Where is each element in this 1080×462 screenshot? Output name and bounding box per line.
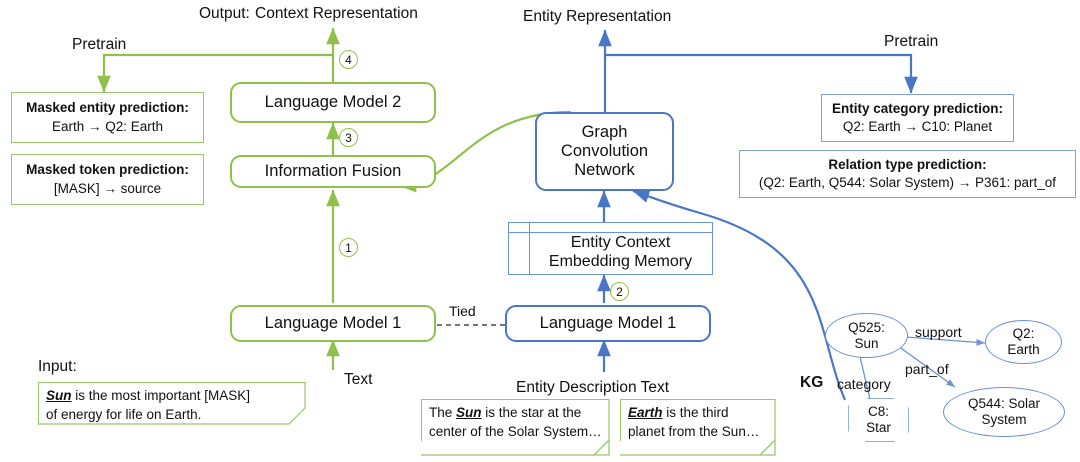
entity-category-prediction-value: Q2: Earth → C10: Planet [842,119,993,134]
output-label: Output: [199,5,250,22]
language-model-1-context-box: Language Model 1 [230,305,436,342]
kg-node-q544-line1: Q544: Solar [967,396,1041,412]
kg-edge-part-of-label: part_of [905,361,949,377]
kg-node-q544-solar-system: Q544: Solar System [943,387,1065,437]
entity-note-sun: The Sun is the star at the center of the… [421,399,609,441]
step-2-marker: 2 [610,282,629,301]
gcn-line-2: Convolution [560,141,649,160]
entity-note-earth-term: Earth [628,405,663,420]
pretrain-left-label: Pretrain [72,36,127,53]
relation-type-prediction-value: (Q2: Earth, Q544: Solar System) → P361: … [758,175,1057,190]
kg-node-q2-line1: Q2: [1012,326,1035,342]
entity-description-text-label: Entity Description Text [516,379,670,396]
kg-node-q2-earth: Q2: Earth [985,320,1062,364]
kg-edge-support-label: support [915,324,962,340]
graph-convolution-network-box: Graph Convolution Network [535,112,674,191]
entity-note-earth: Earth is the third planet from the Sun… [620,399,775,441]
language-model-2-box: Language Model 2 [230,82,436,123]
kg-node-q525-sun: Q525: Sun [825,313,908,358]
entity-category-prediction-title: Entity category prediction: [831,100,1004,116]
entity-note-sun-line2: center of the Solar System… [429,424,602,440]
masked-token-prediction-box: Masked token prediction: [MASK] → source [11,154,204,205]
masked-token-prediction-title: Masked token prediction: [26,162,189,178]
kg-node-q525-line1: Q525: [848,319,885,335]
masked-entity-prediction-box: Masked entity prediction: Earth → Q2: Ea… [11,92,204,143]
text-label: Text [344,371,373,388]
gcn-line-1: Graph [581,122,628,141]
memory-top-row [509,223,712,233]
entity-category-prediction-box: Entity category prediction: Q2: Earth → … [821,94,1014,142]
pretrain-right-label: Pretrain [884,33,939,50]
entity-context-embedding-memory: Entity Context Embedding Memory [508,222,713,275]
input-note-line1-rest: is the most important [MASK] [71,388,251,403]
entity-note-sun-pre: The [429,405,457,420]
gcn-line-3: Network [574,161,635,180]
entity-note-sun-term: Sun [456,405,482,420]
context-representation-label: Context Representation [255,5,418,22]
tied-label: Tied [449,303,476,319]
masked-token-prediction-value: [MASK] → source [53,180,162,196]
kg-node-c8-star: C8: Star [849,399,908,441]
input-label: Input: [38,358,77,375]
kg-edge-category-label: category [837,376,891,392]
entity-note-sun-post: is the star at the [481,405,582,420]
kg-node-q2-line2: Earth [1007,342,1040,357]
relation-type-prediction-box: Relation type prediction: (Q2: Earth, Q5… [739,150,1076,198]
step-4-marker: 4 [339,50,358,69]
relation-type-prediction-title: Relation type prediction: [828,156,987,172]
memory-left-column [509,223,530,274]
kg-node-c8-line2: Star [866,420,891,435]
masked-entity-prediction-title: Masked entity prediction: [26,100,189,116]
kg-label: KG [800,374,824,391]
kg-node-c8-line1: C8: [867,404,889,420]
input-note-box: Sun is the most important [MASK] of ener… [38,382,306,425]
memory-line-1: Entity Context [570,234,671,252]
step-1-marker: 1 [339,238,358,257]
information-fusion-box: Information Fusion [230,155,436,188]
language-model-1-entity-box: Language Model 1 [505,305,711,342]
step-3-marker: 3 [339,128,358,147]
kg-node-q525-line2: Sun [854,335,879,351]
entity-representation-label: Entity Representation [523,8,672,25]
memory-label: Entity Context Embedding Memory [529,232,712,274]
kg-node-q544-line2: System [981,412,1027,427]
entity-note-earth-post: is the third [662,405,729,420]
masked-entity-prediction-value: Earth → Q2: Earth [51,118,164,134]
input-note-underlined-term: Sun [46,388,72,403]
memory-line-2: Embedding Memory [548,253,693,270]
input-note-line2: of energy for life on Earth. [46,407,202,423]
entity-note-earth-line2: planet from the Sun… [628,424,760,440]
